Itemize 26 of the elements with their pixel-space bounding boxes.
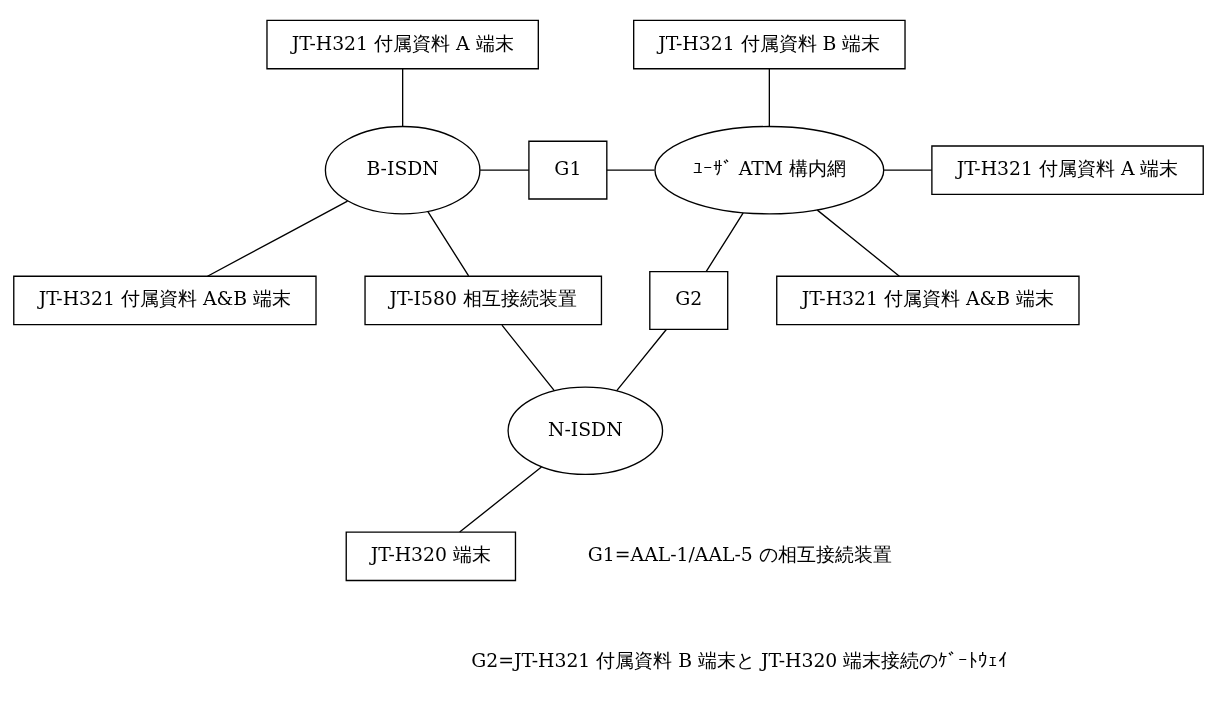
node-ellipse: B-ISDN — [324, 125, 481, 214]
node-box: JT-I580 相互接続装置 — [364, 275, 603, 325]
label: G1=AAL-1/AAL-5 の相互接続装置 — [587, 543, 892, 565]
connector — [206, 199, 349, 277]
connector — [768, 67, 770, 127]
connector — [705, 211, 744, 272]
connector — [501, 324, 555, 391]
node-box: JT-H321 付属資料 A&B 端末 — [13, 275, 317, 325]
node-ellipse: N-ISDN — [507, 385, 664, 475]
connector — [459, 465, 543, 533]
node-box: G1 — [528, 140, 608, 200]
node-box: JT-H321 付属資料 A&B 端末 — [776, 275, 1080, 325]
node-ellipse: ﾕｰｻﾞ ATM 構内網 — [654, 125, 885, 214]
connector — [816, 208, 901, 277]
connector — [616, 328, 667, 391]
label: G2=JT-H321 付属資料 B 端末と JT-H320 端末接続のｹﾞｰﾄｳｪｲ — [471, 649, 1009, 671]
connector — [401, 67, 404, 127]
node-box: JT-H321 付属資料 A 端末 — [931, 144, 1204, 195]
node-box: JT-H321 付属資料 A 端末 — [266, 19, 539, 69]
connector — [606, 169, 656, 171]
node-box: G2 — [649, 270, 729, 330]
node-box: JT-H320 端末 — [345, 531, 517, 581]
node-box: JT-H321 付属資料 B 端末 — [633, 19, 906, 69]
connector — [883, 169, 933, 171]
connector — [479, 169, 530, 171]
connector — [427, 210, 470, 277]
